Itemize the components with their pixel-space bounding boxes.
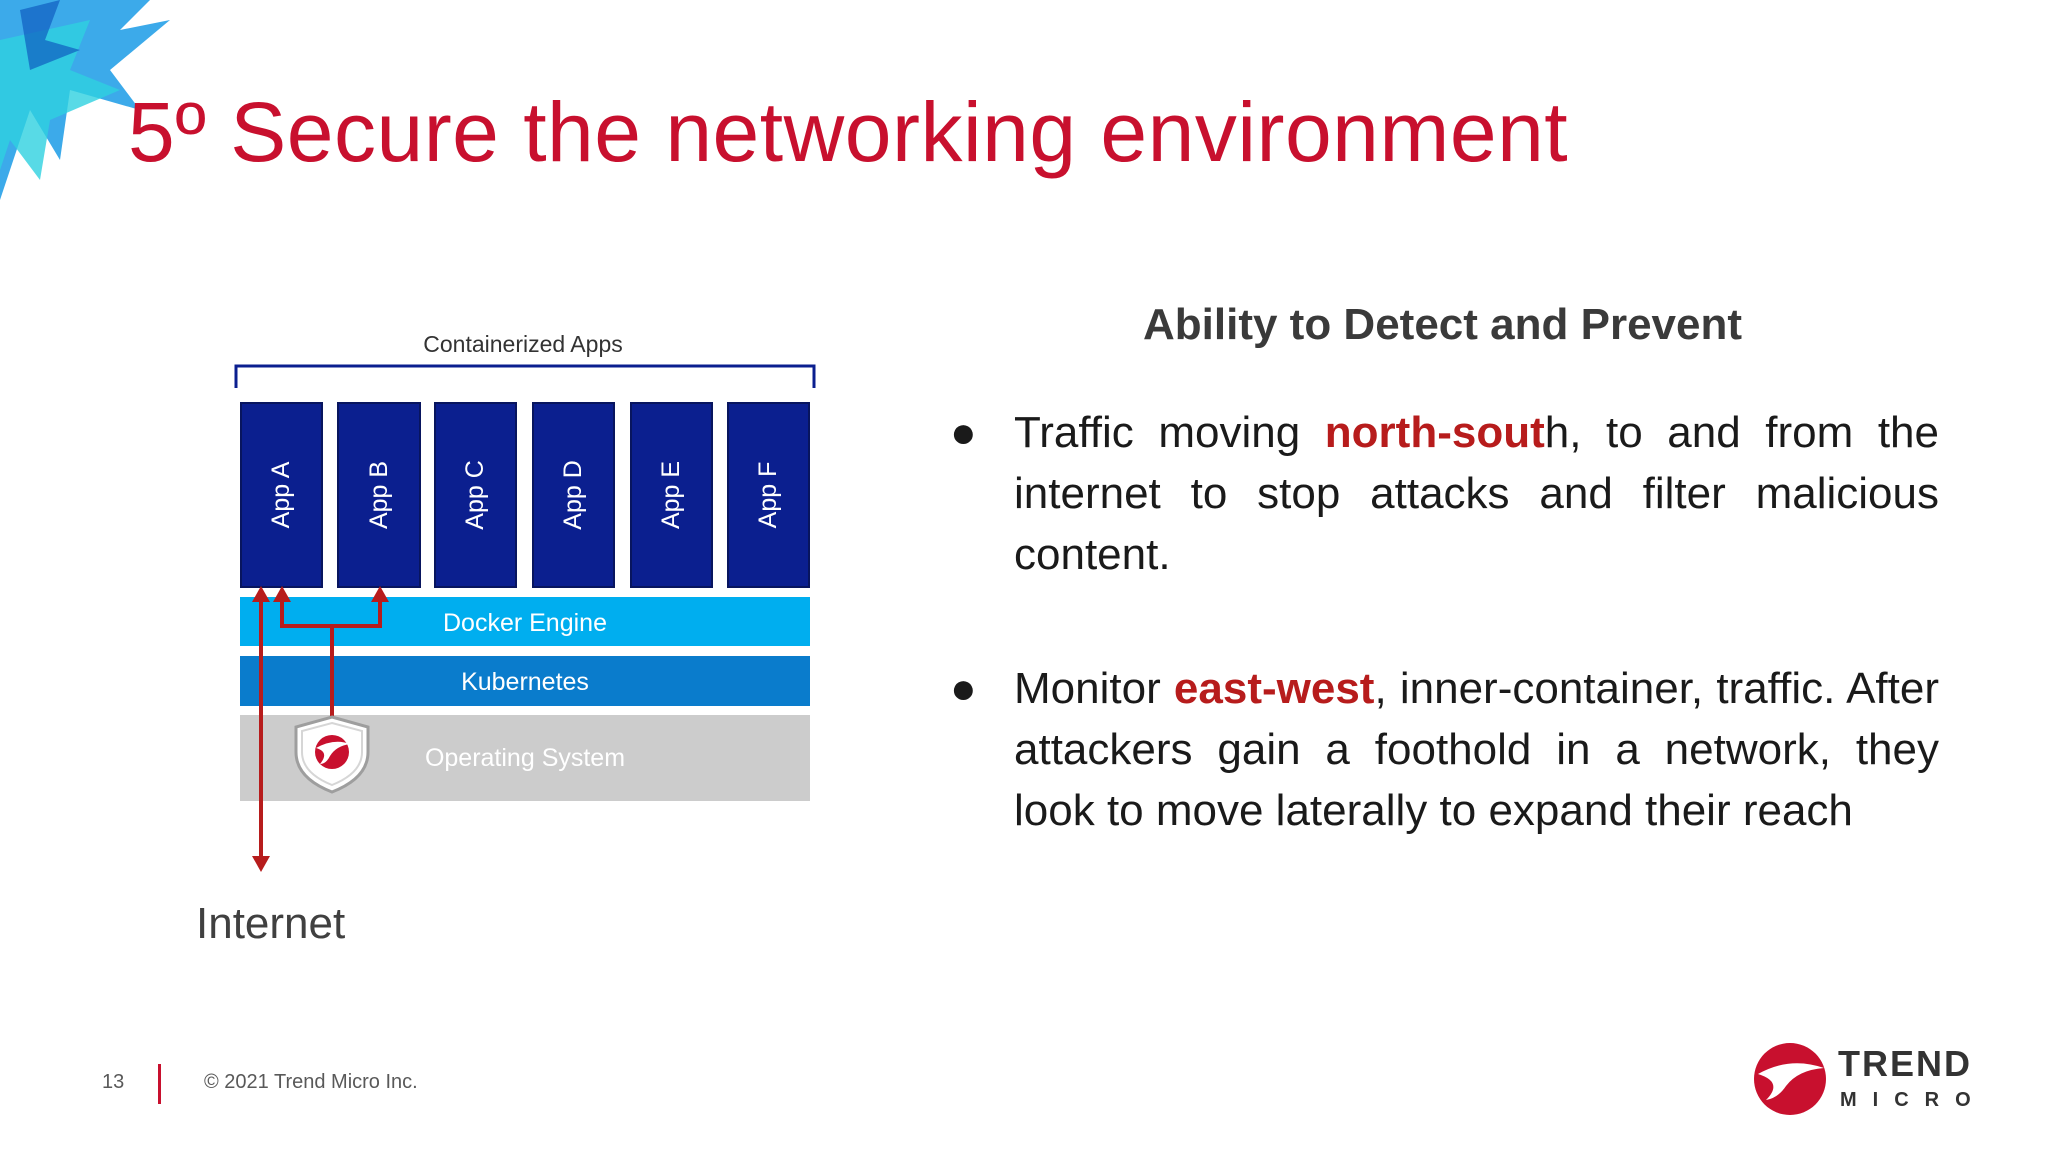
- app-column: App C: [434, 402, 517, 588]
- app-label: App C: [461, 460, 489, 529]
- trend-micro-shield-icon: [294, 715, 370, 794]
- bullet-text: Monitor: [1014, 664, 1174, 713]
- app-column: App A: [240, 402, 323, 588]
- docker-engine-label: Docker Engine: [443, 609, 607, 637]
- app-label: App A: [267, 461, 295, 528]
- bullet-highlight: east-west: [1173, 664, 1375, 713]
- app-column: App B: [337, 402, 421, 588]
- containerized-apps-bracket: [234, 364, 816, 388]
- copyright: © 2021 Trend Micro Inc.: [204, 1071, 418, 1093]
- bullet-text: h, to and from the internet to stop atta…: [1014, 408, 1939, 579]
- app-column: App F: [727, 402, 810, 588]
- app-label: App E: [657, 461, 685, 529]
- section-heading: Ability to Detect and Prevent: [1143, 300, 1743, 349]
- app-column: App E: [630, 402, 713, 588]
- bracket-label: Containerized Apps: [423, 331, 622, 357]
- app-label: App B: [365, 461, 393, 529]
- app-label: App D: [559, 460, 587, 529]
- docker-engine-layer: [240, 597, 810, 646]
- bullet-item: ● Monitor east-west, inner-container, tr…: [950, 658, 1939, 841]
- bullet-highlight: north-sout: [1324, 408, 1545, 457]
- arrow-heads: [252, 586, 389, 872]
- decorative-splash: [0, 0, 170, 200]
- app-label: App F: [754, 462, 782, 529]
- app-column: App D: [532, 402, 615, 588]
- bullet-marker: ●: [950, 408, 977, 457]
- bullet-marker: ●: [950, 664, 977, 713]
- trend-micro-ball-icon: [1754, 1043, 1826, 1115]
- page-number: 13: [102, 1071, 125, 1093]
- internet-label: Internet: [196, 899, 345, 948]
- bullet-text: , inner-container, traffic. After attack…: [1014, 664, 1939, 835]
- kubernetes-label: Kubernetes: [461, 668, 589, 696]
- logo-wordmark-top: TREND: [1838, 1043, 1972, 1084]
- bullet-text: Traffic moving: [1014, 408, 1325, 457]
- operating-system-label: Operating System: [425, 744, 625, 772]
- bullet-item: ● Traffic moving north-south, to and fro…: [950, 402, 1939, 585]
- footer-divider: [158, 1064, 161, 1104]
- kubernetes-layer: [240, 656, 810, 706]
- logo-wordmark-bottom: MICRO: [1840, 1089, 1980, 1111]
- slide-title: 5º Secure the networking environment: [128, 85, 1569, 179]
- trend-micro-logo: TREND MICRO: [1754, 1043, 1980, 1115]
- traffic-arrows: [259, 600, 382, 858]
